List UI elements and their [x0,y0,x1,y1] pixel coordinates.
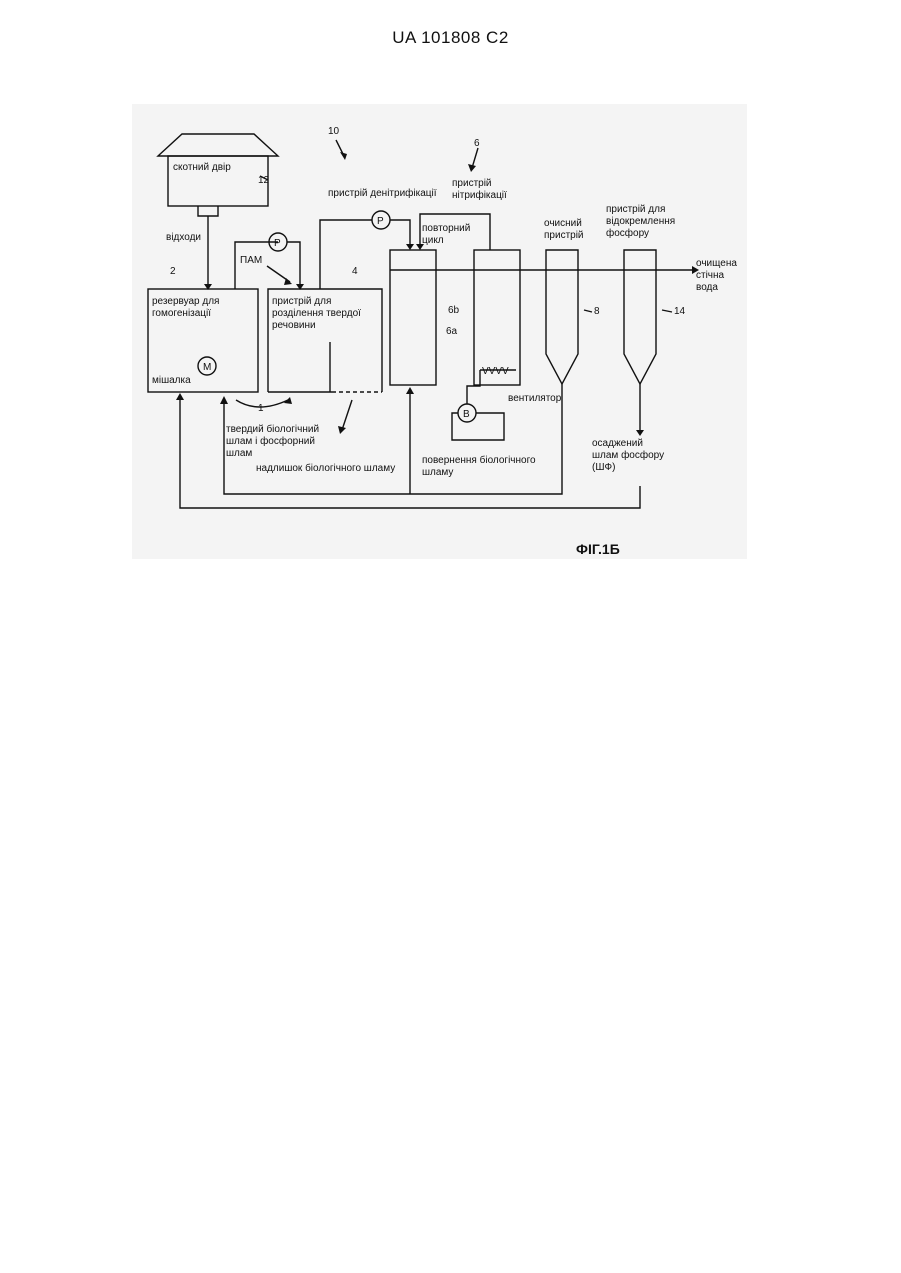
label-pump-p2: P [377,216,384,227]
label-denitrification: пристрій денітрифікації [328,187,437,199]
label-solid-sludge-3: шлам [226,448,252,459]
ref-8: 8 [594,306,600,317]
label-clarifier-1: очисний [544,218,582,229]
label-nitrification-1: пристрій [452,178,492,189]
patent-number-header: UA 101808 C2 [0,28,901,48]
label-phos-sep-1: пристрій для [606,204,665,215]
label-phos-sludge-1: осаджений [592,438,643,449]
process-flow-diagram: скотний двір відходи резервуар для гомог… [132,104,747,559]
label-waste: відходи [166,232,201,243]
label-separator-2: розділення твердої [272,308,361,319]
label-barn: скотний двір [173,162,231,173]
label-clean-water-2: стічна [696,270,725,281]
label-phos-sludge-3: (ШФ) [592,462,615,473]
label-pump-p1: P [274,238,281,249]
label-sludge-return-2: шламу [422,467,453,478]
barn-roof [158,134,278,156]
label-sludge-return-1: повернення біологічного [422,454,536,466]
label-tank-1: резервуар для [152,296,219,307]
figure-caption: ФІГ.1Б [576,541,620,557]
label-solid-sludge-1: твердий біологічний [226,423,319,435]
ref-6b: 6b [448,305,460,316]
label-clean-water-3: вода [696,282,718,293]
ref-10: 10 [328,126,340,137]
ref-12: 12 [258,175,270,186]
label-clean-water-1: очищена [696,258,737,269]
label-solid-sludge-2: шлам і фосфорний [226,435,315,447]
label-phos-sludge-2: шлам фосфору [592,449,664,461]
label-phos-sep-2: відокремлення [606,216,675,227]
label-blower: вентилятор [508,393,562,404]
label-recycle-2: цикл [422,235,444,246]
label-blower-b: B [463,409,470,420]
ref-4: 4 [352,266,358,277]
ref-6a: 6a [446,326,458,337]
ref-6: 6 [474,138,480,149]
label-recycle-1: повторний [422,223,470,234]
label-excess-sludge: надлишок біологічного шламу [256,462,395,474]
label-motor-m: M [203,362,211,373]
barn-outlet [198,206,218,216]
label-pam: ПАМ [240,255,262,266]
label-tank-2: гомогенізації [152,308,211,319]
label-diffuser: VVVV [482,366,509,377]
label-phos-sep-3: фосфору [606,227,649,239]
label-separator-1: пристрій для [272,296,331,307]
label-nitrification-2: нітрифікації [452,189,507,201]
label-mixer: мішалка [152,375,191,386]
label-separator-3: речовини [272,320,316,331]
ref-2: 2 [170,266,176,277]
ref-1: 1 [258,403,264,414]
ref-14: 14 [674,306,686,317]
process-flow-figure: скотний двір відходи резервуар для гомог… [132,104,747,559]
label-clarifier-2: пристрій [544,230,584,241]
